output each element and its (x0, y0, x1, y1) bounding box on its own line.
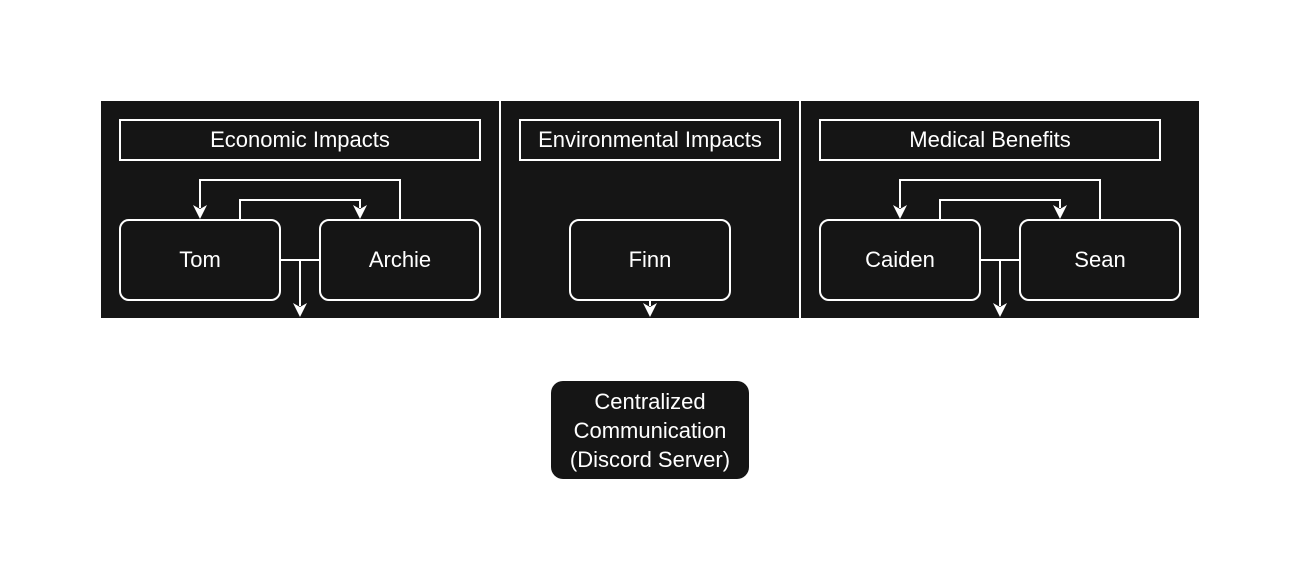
member-node-caiden: Caiden (819, 219, 981, 301)
member-node-finn: Finn (569, 219, 731, 301)
group-divider (499, 101, 501, 318)
member-node-tom: Tom (119, 219, 281, 301)
central-communication-node: Centralized Communication (Discord Serve… (551, 381, 749, 479)
group-title-economic: Economic Impacts (119, 119, 481, 161)
central-line-3: (Discord Server) (569, 446, 731, 472)
central-line-1: Centralized (594, 388, 706, 414)
group-title-environmental: Environmental Impacts (519, 119, 781, 161)
group-divider (799, 101, 801, 318)
member-node-sean: Sean (1019, 219, 1181, 301)
central-line-2: Communication (573, 417, 727, 443)
group-title-medical: Medical Benefits (819, 119, 1161, 161)
member-node-archie: Archie (319, 219, 481, 301)
